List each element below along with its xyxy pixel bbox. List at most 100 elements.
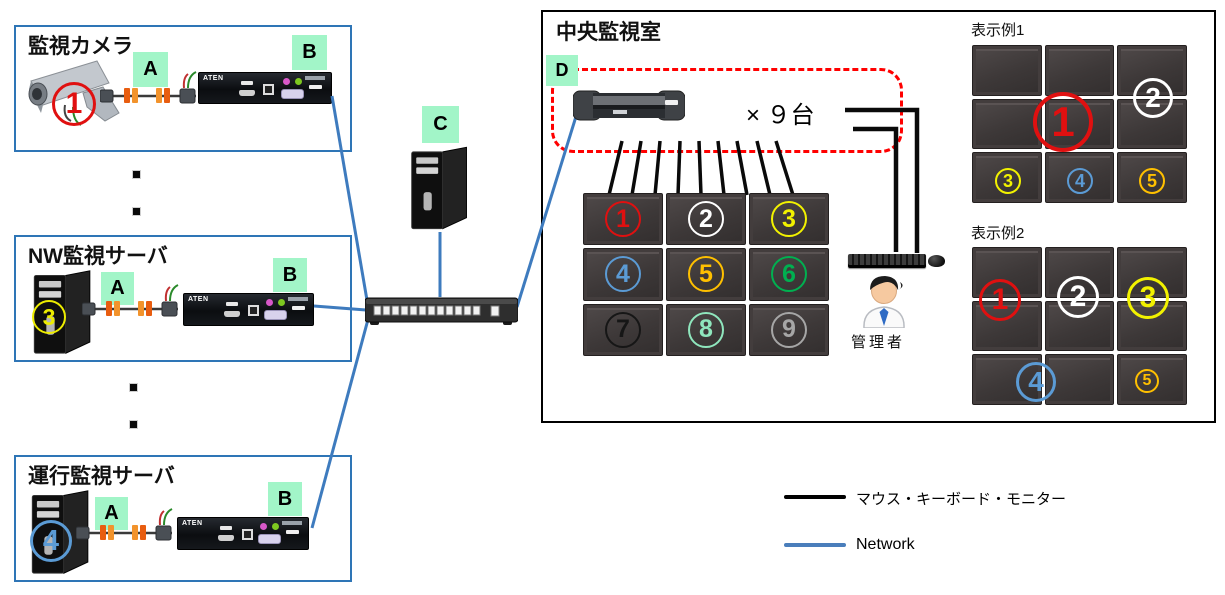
- wall-monitor-4: 4: [583, 248, 663, 301]
- wall-monitor-3: 3: [749, 193, 829, 246]
- tag-a-3: A: [95, 497, 128, 530]
- legend-network-label: Network: [856, 536, 915, 553]
- vga-port-icon: [258, 534, 281, 544]
- legend-black-line: [784, 495, 846, 499]
- legend-network-line: [784, 543, 846, 547]
- server-tower-c-icon: [411, 146, 467, 230]
- ellipsis-dot: [130, 421, 137, 428]
- wall-monitor-7: 7: [583, 303, 663, 356]
- wall-number-7: 7: [605, 311, 641, 348]
- tag-b-3-label: B: [277, 487, 293, 510]
- ellipsis-dot: [130, 384, 137, 391]
- usb-port-icon: [220, 526, 232, 530]
- example1-monitor: [972, 152, 1042, 203]
- tag-a-1: A: [133, 52, 168, 87]
- nw-server-number-badge: 3: [32, 300, 66, 334]
- example1-monitor: [972, 98, 1042, 150]
- model-label: [288, 297, 308, 301]
- usb-b-port-icon: [248, 305, 259, 316]
- hdmi-port-icon: [239, 90, 255, 96]
- vga-port-icon: [281, 89, 304, 99]
- tag-b-2: B: [273, 258, 307, 292]
- administrator-icon: [863, 276, 905, 328]
- example1-number-5: 5: [1139, 168, 1165, 194]
- ellipsis-dot: [133, 171, 140, 178]
- source-box-camera-title: 監視カメラ: [28, 35, 133, 58]
- example2-number-4: 4: [1016, 362, 1056, 402]
- usb-b-port-icon: [263, 84, 274, 95]
- tag-a-1-label: A: [143, 58, 158, 80]
- audio-jack-icon: [295, 78, 302, 85]
- usb-port-icon: [226, 302, 238, 306]
- aten-logo: ATEN: [182, 520, 203, 527]
- tag-a-2-label: A: [110, 277, 125, 299]
- source-box-nw-title: NW監視サーバ: [28, 245, 168, 268]
- example2-title: 表示例2: [971, 225, 1025, 242]
- wall-monitor-2: 2: [666, 193, 746, 246]
- kvm-receiver-icon: [573, 90, 685, 121]
- op-server-number-badge: 4: [30, 520, 72, 562]
- ellipsis-dot: [133, 208, 140, 215]
- example1-monitor: [1044, 45, 1115, 96]
- hdmi-port-icon: [218, 535, 234, 541]
- network-switch-icon: [365, 297, 518, 325]
- device-button: [309, 85, 322, 89]
- receiver-unit-count: × ９台: [746, 102, 815, 129]
- source-box-op-title: 運行監視サーバ: [28, 465, 175, 488]
- usb-port-icon: [241, 81, 253, 85]
- keyboard-icon: [848, 254, 926, 268]
- example2-number-1: 1: [979, 279, 1021, 321]
- wall-number-8: 8: [688, 311, 724, 348]
- administrator-label: 管理者: [851, 334, 906, 351]
- aten-logo: ATEN: [203, 75, 224, 82]
- kvm-extender-2: ATEN: [183, 293, 314, 326]
- kvm-extender-1: ATEN: [198, 72, 332, 104]
- example1-number-1: 1: [1033, 92, 1093, 152]
- mic-jack-icon: [266, 299, 273, 306]
- tag-b-1-label: B: [302, 41, 317, 63]
- hdmi-port-icon: [224, 311, 240, 317]
- aten-logo: ATEN: [188, 296, 209, 303]
- wall-monitor-8: 8: [666, 303, 746, 356]
- tag-c: C: [422, 106, 459, 143]
- example1-number-4: 4: [1067, 168, 1093, 194]
- nw-server-number: 3: [42, 303, 56, 330]
- tag-a-3-label: A: [104, 502, 119, 524]
- example2-number-3: 3: [1127, 277, 1169, 319]
- device-button: [286, 530, 299, 534]
- tag-b-3: B: [268, 482, 302, 516]
- mouse-icon: [928, 255, 945, 267]
- usb-b-port-icon: [242, 529, 253, 540]
- mic-jack-icon: [260, 523, 267, 530]
- device-button: [292, 306, 305, 310]
- wall-number-9: 9: [771, 311, 807, 348]
- kvm-cable-3: [76, 508, 173, 541]
- wall-number-6: 6: [771, 256, 807, 293]
- wall-monitor-9: 9: [749, 303, 829, 356]
- tag-b-1: B: [292, 35, 327, 70]
- tag-c-label: C: [433, 113, 448, 135]
- wall-monitor-1: 1: [583, 193, 663, 246]
- wall-number-5: 5: [688, 256, 724, 293]
- camera-number: 1: [65, 87, 83, 120]
- monitor-wall: 1 2 3 4 5 6 7 8 9: [583, 193, 829, 356]
- wall-number-4: 4: [605, 256, 641, 293]
- tag-b-2-label: B: [282, 263, 298, 286]
- central-room-title: 中央監視室: [556, 21, 661, 44]
- wall-number-1: 1: [605, 201, 641, 238]
- example1-number-2: 2: [1133, 78, 1173, 118]
- example1-number-3: 3: [995, 168, 1021, 194]
- example2-number-5: 5: [1135, 369, 1159, 393]
- legend-black-label: マウス・キーボード・モニター: [856, 491, 1067, 508]
- example1-title: 表示例1: [971, 22, 1025, 39]
- tag-a-2: A: [101, 272, 134, 305]
- wall-monitor-6: 6: [749, 248, 829, 301]
- mic-jack-icon: [283, 78, 290, 85]
- wall-monitor-5: 5: [666, 248, 746, 301]
- kvm-cable-1: [100, 71, 197, 104]
- vga-port-icon: [264, 310, 287, 320]
- example2-number-2: 2: [1057, 276, 1099, 318]
- model-label: [282, 521, 302, 525]
- tag-d-label: D: [555, 60, 569, 80]
